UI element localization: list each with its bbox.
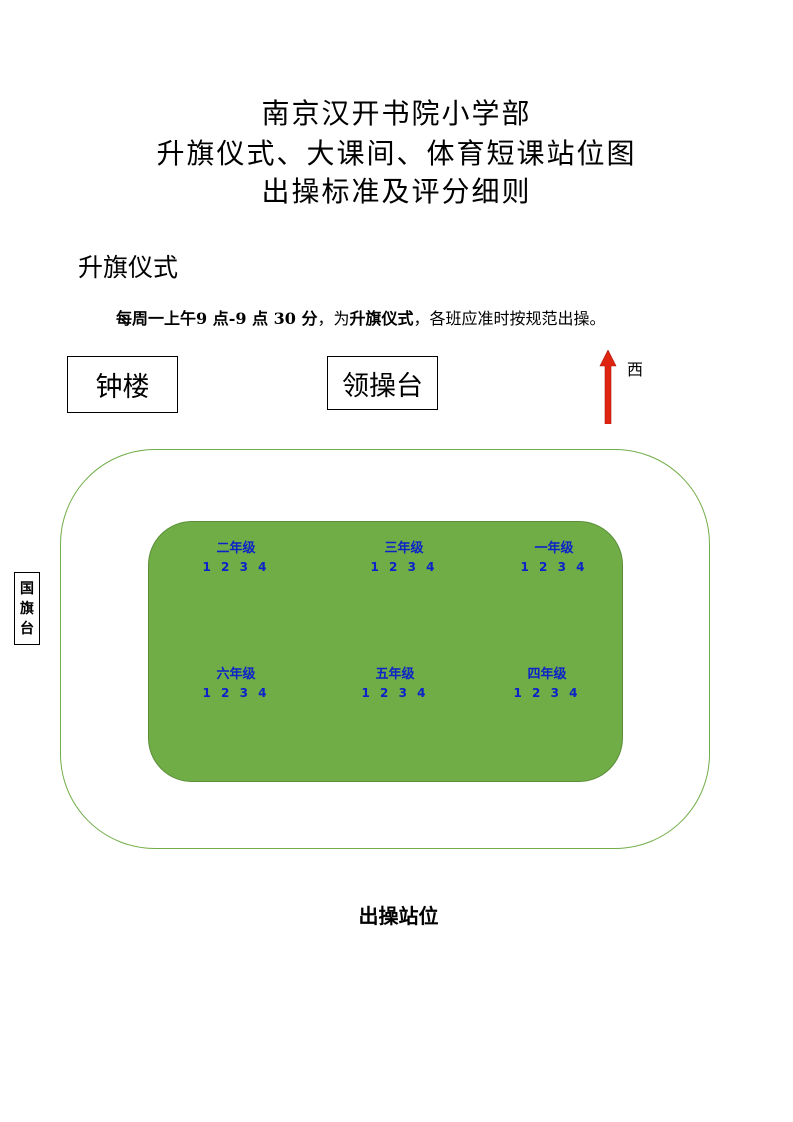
grade-block: 五年级 1 2 3 4 bbox=[350, 666, 440, 702]
grade-name: 三年级 bbox=[384, 541, 424, 556]
para-time: 9 点-9 点 30 分 bbox=[196, 309, 318, 328]
diagram-caption: 出操站位 bbox=[358, 904, 439, 928]
para-part-1: 每周一上午 bbox=[116, 309, 197, 328]
grade-name: 五年级 bbox=[375, 667, 415, 682]
page-title-line-1: 南京汉开书院小学部 bbox=[261, 97, 532, 130]
page-title-line-2: 升旗仪式、大课间、体育短课站位图 bbox=[156, 137, 637, 170]
grade-name: 二年级 bbox=[216, 541, 256, 556]
para-bold: 升旗仪式 bbox=[349, 309, 414, 328]
schedule-paragraph: 每周一上午9 点-9 点 30 分，为升旗仪式，各班应准时按规范出操。 bbox=[116, 306, 606, 332]
clock-tower-box: 钟楼 bbox=[67, 356, 178, 413]
grade-classes: 1 2 3 4 bbox=[202, 686, 270, 700]
stage-box: 领操台 bbox=[327, 356, 438, 410]
grade-name: 六年级 bbox=[216, 667, 256, 682]
grade-classes: 1 2 3 4 bbox=[513, 686, 581, 700]
para-part-3: ，各班应准时按规范出操。 bbox=[413, 309, 606, 328]
grade-block: 四年级 1 2 3 4 bbox=[502, 666, 592, 702]
grade-block: 一年级 1 2 3 4 bbox=[509, 540, 599, 576]
flag-platform-box: 国 旗 台 bbox=[14, 572, 40, 645]
grade-name: 一年级 bbox=[534, 541, 574, 556]
section-heading: 升旗仪式 bbox=[78, 253, 179, 282]
page-title-line-3: 出操标准及评分细则 bbox=[261, 175, 532, 208]
direction-label: 西 bbox=[627, 360, 644, 379]
grade-classes: 1 2 3 4 bbox=[202, 560, 270, 574]
flag-platform-char-1: 国 bbox=[20, 580, 34, 597]
playing-field bbox=[148, 521, 623, 782]
grade-name: 四年级 bbox=[527, 667, 567, 682]
para-part-2: ，为 bbox=[317, 309, 350, 328]
grade-block: 二年级 1 2 3 4 bbox=[191, 540, 281, 576]
grade-classes: 1 2 3 4 bbox=[361, 686, 429, 700]
grade-classes: 1 2 3 4 bbox=[520, 560, 588, 574]
flag-platform-char-2: 旗 bbox=[20, 600, 34, 617]
flag-platform-char-3: 台 bbox=[20, 620, 34, 637]
stage-label: 领操台 bbox=[342, 370, 423, 402]
clock-tower-label: 钟楼 bbox=[95, 372, 150, 403]
grade-block: 三年级 1 2 3 4 bbox=[359, 540, 449, 576]
north-arrow-icon bbox=[599, 350, 617, 424]
running-track bbox=[60, 449, 710, 849]
grade-classes: 1 2 3 4 bbox=[370, 560, 438, 574]
grade-block: 六年级 1 2 3 4 bbox=[191, 666, 281, 702]
